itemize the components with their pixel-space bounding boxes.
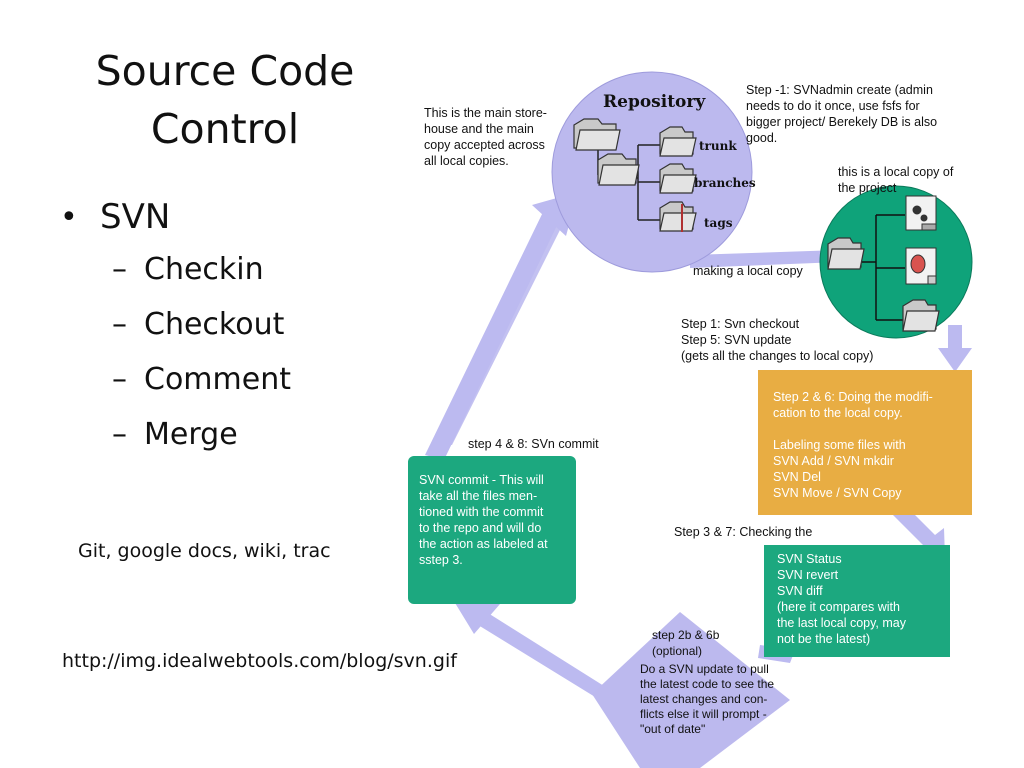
folder-icon [659,126,697,157]
modification-box-text: Step 2 & 6: Doing the modifi- cation to … [773,390,933,500]
repository-circle [551,71,753,273]
folder-label-branches: branches [694,176,756,190]
folder-label-trunk: trunk [699,139,737,153]
sub-item-label: Comment [144,362,291,397]
bullet-list: • SVN – Checkin – Checkout – Comment – M… [60,192,291,462]
source-url[interactable]: http://img.idealwebtools.com/blog/svn.gi… [62,650,457,672]
sub-item-merge: – Merge [60,407,291,462]
modification-box [758,370,972,515]
status-box [764,545,950,657]
dash-icon: – [112,307,127,342]
alternatives-note: Git, google docs, wiki, trac [78,540,331,562]
folder-icon [659,201,697,232]
local-copy-label: this is a local copy of the project [838,165,954,195]
dash-icon: – [112,362,127,397]
update-diamond-text: Do a SVN update to pull the latest code … [640,662,775,736]
local-tree-lines [862,214,905,321]
making-local-copy-label: making a local copy [693,264,803,278]
arrow-modify-to-status [890,505,945,558]
step2b-6b-text: step 2b & 6b (optional) [652,628,720,658]
step1-5-text: Step 1: Svn checkout Step 5: SVN update … [681,317,874,363]
step4-8-text: step 4 & 8: SVn commit [468,437,599,451]
dash-icon: – [112,252,127,287]
bullet-dot-icon: • [60,199,78,235]
sub-item-checkin: – Checkin [60,242,291,297]
update-diamond [592,612,790,768]
arrow-update-to-commit-head [452,598,500,634]
arrow-local-to-modify [938,325,972,372]
sub-item-checkout: – Checkout [60,297,291,352]
sub-item-comment: – Comment [60,352,291,407]
dash-icon: – [112,417,127,452]
folder-icon [659,163,697,194]
repo-description: This is the main store- house and the ma… [424,106,547,168]
status-box-text: SVN Status SVN revert SVN diff (here it … [777,552,906,646]
sub-item-label: Checkout [144,307,285,342]
repository-title: Repository [603,92,706,112]
bullet-label: SVN [100,197,171,237]
arrow-repo-to-local [690,250,840,268]
arrow-update-to-commit [470,608,604,700]
slide-title: Source Code Control [95,47,355,153]
commit-box-text: SVN commit - This will take all the file… [419,473,548,567]
sub-item-label: Merge [144,417,238,452]
folder-icon [573,118,621,151]
file-icon [905,247,937,285]
sub-item-label: Checkin [144,252,264,287]
file-icon [905,195,937,231]
folder-icon [827,237,865,270]
folder-icon [902,299,940,332]
step-minus1-text: Step -1: SVNadmin create (admin needs to… [746,83,938,145]
arrow-commit-to-repo-body [425,208,562,460]
folder-label-tags: tags [704,216,733,230]
folder-icon [597,153,640,186]
commit-box [408,456,576,604]
step3-7-text: Step 3 & 7: Checking the [674,525,813,539]
bullet-svn: • SVN [60,192,291,242]
